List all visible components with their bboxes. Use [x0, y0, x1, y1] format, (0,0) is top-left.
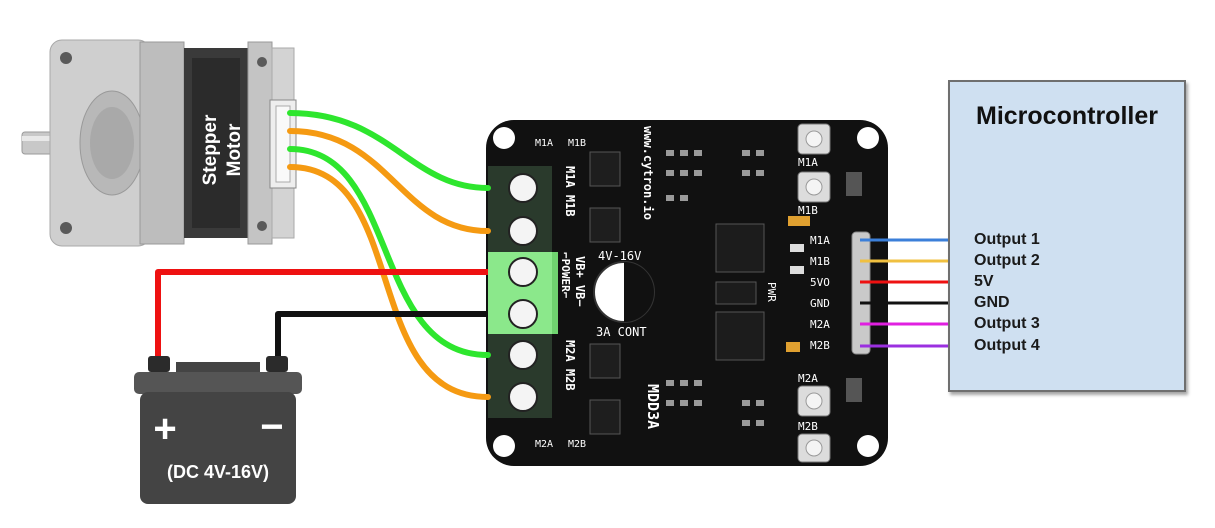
battery-voltage-caption: (DC 4V-16V) [167, 462, 269, 482]
button-m2a[interactable] [797, 385, 831, 417]
pad-label-m1b-top: M1B [568, 138, 586, 149]
voltage-label: 4V-16V [598, 249, 641, 263]
button-m2a-label: M2A [798, 372, 818, 385]
terminal-block [488, 166, 558, 418]
header-pin-m1a: M1A [810, 234, 830, 247]
button-m2b[interactable] [797, 433, 831, 463]
battery-plus-sign: + [153, 407, 176, 451]
terminal-label-m1: M1A M1B [563, 166, 577, 217]
output-4-label: Output 4 [974, 337, 1040, 354]
header-pin-m2b: M2B [810, 339, 830, 352]
motor-wire-green-2 [287, 146, 491, 358]
capacitor [593, 261, 655, 323]
gnd-label: GND [974, 294, 1010, 311]
button-m1a[interactable] [797, 123, 831, 155]
pad-label-m2b-bottom: M2B [568, 439, 586, 450]
website-label: www.cytron.io [641, 126, 655, 220]
power-wires [155, 269, 488, 364]
button-m1b[interactable] [797, 171, 831, 203]
pad-label-m2a-bottom: M2A [535, 439, 553, 450]
5v-label: 5V [974, 273, 994, 290]
power-wire-red [155, 269, 488, 364]
power-bracket-label: ⌐POWER⌐ [559, 252, 572, 299]
motor-wire-orange-2 [287, 164, 491, 400]
stepper-motor: Stepper Motor [21, 39, 297, 247]
header-pin-gnd: GND [810, 297, 830, 310]
button-m2b-label: M2B [798, 420, 818, 433]
motor-label-line2: Motor [224, 123, 245, 176]
battery-minus-sign: − [260, 405, 283, 449]
output-2-label: Output 2 [974, 252, 1040, 269]
header-pin-m1b: M1B [810, 255, 830, 268]
microcontroller-box: Microcontroller [948, 80, 1186, 392]
power-wire-black [275, 311, 488, 364]
motor-wire-green-1 [287, 110, 491, 191]
motor-label-line1: Stepper [200, 114, 221, 185]
motor-wires [287, 110, 491, 400]
output-3-label: Output 3 [974, 315, 1040, 332]
microcontroller-title: Microcontroller [976, 102, 1158, 130]
motor-wire-orange-1 [287, 128, 491, 234]
power-pin-label: VB+ VB− [573, 256, 587, 307]
smd-components [666, 150, 862, 426]
terminal-label-m2: M2A M2B [563, 340, 577, 391]
button-m1b-label: M1B [798, 204, 818, 217]
motor-driver-board: M1A M1B M2A M2B M1A M1B ⌐POWER⌐ VB+ VB− … [486, 120, 888, 466]
battery: + − (DC 4V-16V) [134, 356, 302, 504]
header-pin-m2a: M2A [810, 318, 830, 331]
output-1-label: Output 1 [974, 231, 1040, 248]
button-m1a-label: M1A [798, 156, 818, 169]
pad-label-m1a-top: M1A [535, 138, 553, 149]
driver-chips [589, 151, 810, 435]
pwr-label: PWR [765, 282, 778, 302]
current-label: 3A CONT [596, 325, 647, 339]
header-pin-5vo: 5VO [810, 276, 830, 289]
model-label: MDD3A [644, 384, 662, 429]
